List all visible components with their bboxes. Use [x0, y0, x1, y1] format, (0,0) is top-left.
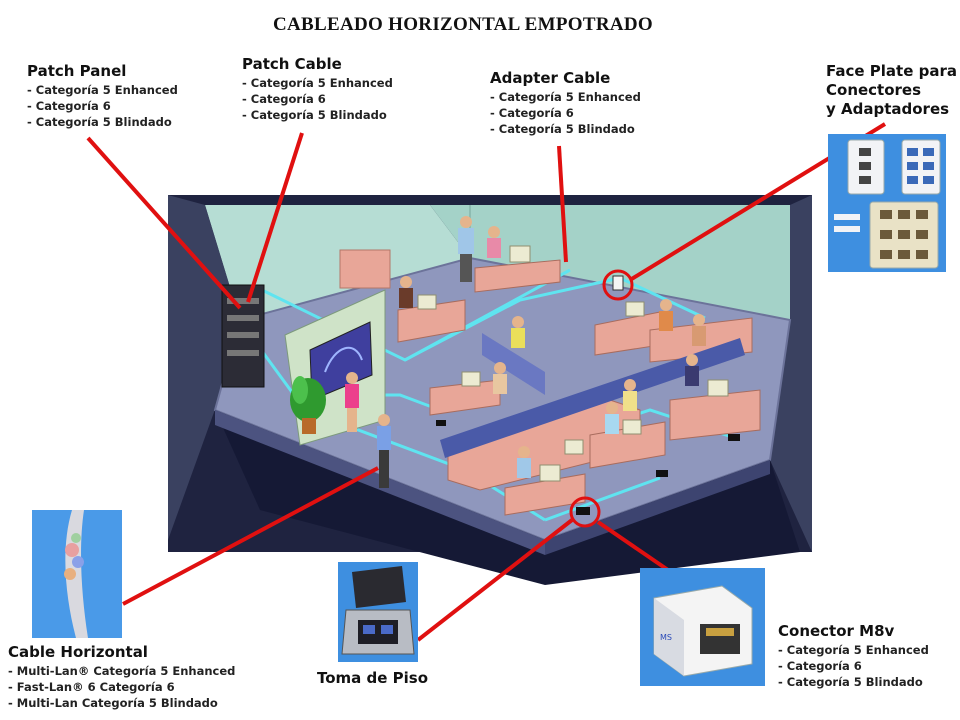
adapter-cable-item: Categoría 5 Blindado — [490, 121, 641, 137]
toma-de-piso-label: Toma de Piso — [317, 669, 428, 687]
svg-text:MS: MS — [660, 633, 672, 642]
office-divider — [440, 338, 745, 458]
adapter-cable-item: Categoría 5 Enhanced — [490, 89, 641, 105]
cable-horizontal-item: Fast-Lan® 6 Categoría 6 — [8, 679, 235, 695]
patch-cable-label: Patch Cable Categoría 5 Enhanced Categor… — [242, 55, 393, 123]
face-plate-line: y Adaptadores — [826, 100, 950, 118]
cable-horizontal-item: Multi-Lan® Categoría 5 Enhanced — [8, 663, 236, 679]
conector-m8v-title: Conector M8v — [778, 622, 895, 640]
patch-panel-item: Categoría 6 — [27, 98, 178, 114]
wall-jack — [612, 275, 624, 291]
back-wall-right — [430, 205, 790, 320]
toma-de-piso-title: Toma de Piso — [317, 669, 429, 687]
face-plate-label: Face Plate para Conectores y Adaptadores — [826, 62, 957, 119]
patch-panel-item: Categoría 5 Blindado — [27, 114, 178, 130]
computer-monitors — [417, 245, 729, 482]
patch-cable-item: Categoría 5 Blindado — [242, 107, 393, 123]
patch-panel-label: Patch Panel Categoría 5 Enhanced Categor… — [27, 62, 178, 130]
face-plate-photo — [828, 134, 946, 272]
face-plate-line: Face Plate para — [826, 62, 957, 80]
equipment-rack — [221, 284, 265, 388]
page-title: CABLEADO HORIZONTAL EMPOTRADO — [273, 14, 653, 35]
people — [345, 216, 706, 488]
conector-m8v-label: Conector M8v Categoría 5 Enhanced Catego… — [778, 622, 929, 690]
adapter-cable-label: Adapter Cable Categoría 5 Enhanced Categ… — [490, 69, 641, 137]
conector-m8v-item: Categoría 5 Enhanced — [778, 642, 929, 658]
adapter-cable-item: Categoría 6 — [490, 105, 641, 121]
potted-plant — [290, 376, 326, 434]
floor-outlet-highlight — [569, 496, 601, 528]
outer-edge-right — [770, 195, 812, 552]
conector-m8v-photo: MS — [640, 568, 765, 686]
toma-de-piso-photo — [338, 562, 418, 662]
adapter-cable-title: Adapter Cable — [490, 69, 611, 87]
face-plate-line: Conectores — [826, 81, 922, 99]
cable-horizontal-item: Multi-Lan Categoría 5 Blindado — [8, 695, 235, 711]
floor-outlets — [436, 420, 740, 515]
patch-panel-title: Patch Panel — [27, 62, 127, 80]
patch-cable-title: Patch Cable — [242, 55, 342, 73]
wall-jack-highlight — [602, 269, 634, 301]
conector-m8v-item: Categoría 6 — [778, 658, 929, 674]
conector-m8v-item: Categoría 5 Blindado — [778, 674, 929, 690]
floor-underside — [215, 410, 800, 585]
patch-cable-item: Categoría 5 Enhanced — [242, 75, 393, 91]
patch-cable-item: Categoría 6 — [242, 91, 393, 107]
cable-horizontal-label: Cable Horizontal Multi-Lan® Categoría 5 … — [8, 643, 235, 711]
outer-edge-left — [168, 195, 240, 540]
patch-panel-item: Categoría 5 Enhanced — [27, 82, 178, 98]
cable-horizontal-title: Cable Horizontal — [8, 643, 148, 661]
cable-horizontal-photo — [32, 510, 122, 638]
